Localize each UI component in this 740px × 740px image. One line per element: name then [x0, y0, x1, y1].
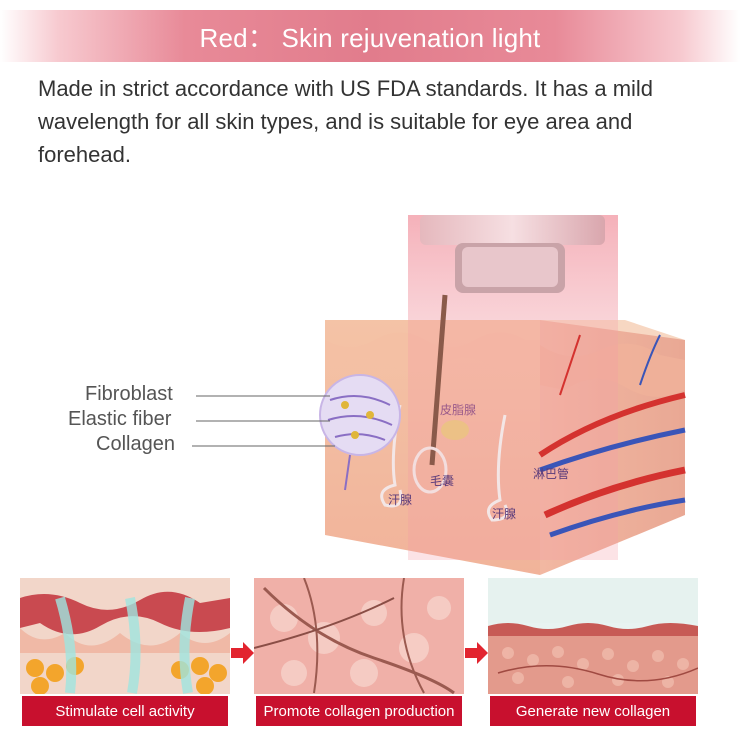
label-sweat-gland-1: 汗腺: [388, 493, 413, 507]
label-fibroblast: Fibroblast: [85, 383, 173, 405]
arrow-right-icon: [465, 642, 488, 664]
skin-illustration: [192, 215, 686, 575]
title-banner: Red： Skin rejuvenation light: [0, 10, 740, 62]
step-generate: Generate new collagen: [488, 578, 698, 728]
hair-follicle: [412, 446, 448, 494]
step-caption-stimulate: Stimulate cell activity: [20, 694, 230, 728]
label-collagen: Collagen: [96, 433, 175, 455]
hair-shaft: [429, 294, 448, 466]
label-sweat-gland-2: 汗腺: [492, 507, 517, 521]
step-caption-generate: Generate new collagen: [488, 694, 698, 728]
label-lymph: 淋巴管: [533, 467, 570, 481]
process-steps: Stimulate cell activity Promote collagen…: [0, 578, 740, 728]
step-promote: Promote collagen production: [254, 578, 464, 728]
step-stimulate: Stimulate cell activity: [20, 578, 230, 728]
label-hair-follicle: 毛囊: [430, 474, 455, 488]
label-sebaceous-gland: 皮脂腺: [440, 403, 477, 417]
skin-diagram: Fibroblast Elastic fiber Collagen 皮脂腺 毛囊…: [0, 215, 740, 575]
label-elastic-fiber: Elastic fiber: [68, 408, 172, 430]
description-text: Made in strict accordance with US FDA st…: [38, 76, 654, 167]
arrow-right-icon: [231, 642, 254, 664]
fibroblast-callout: [319, 374, 401, 456]
banner-title: Red： Skin rejuvenation light: [199, 22, 541, 53]
step-caption-promote: Promote collagen production: [254, 694, 464, 728]
device-head: [420, 215, 605, 245]
